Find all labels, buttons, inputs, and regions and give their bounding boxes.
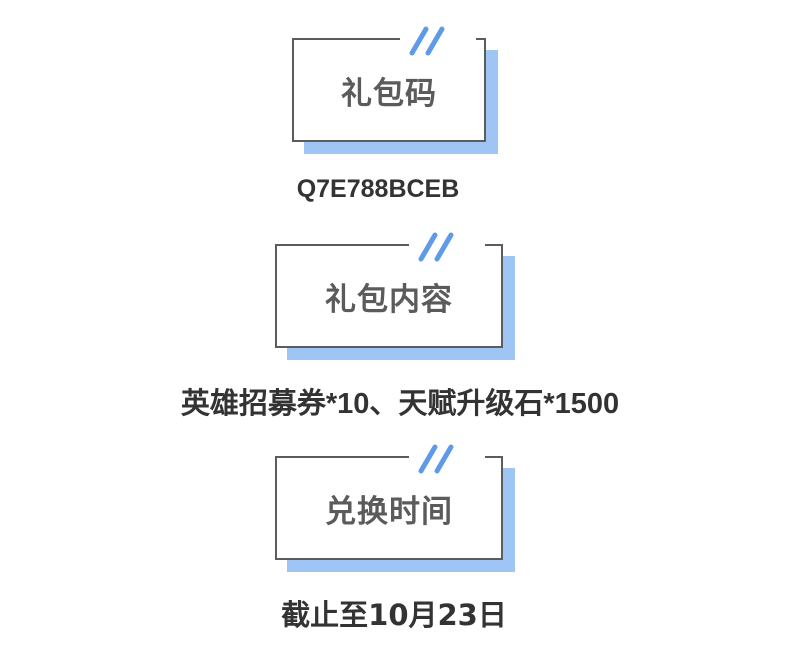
box-frame: 礼包码 (292, 38, 486, 142)
redeem-time-heading: 兑换时间 (325, 493, 453, 530)
gift-content-heading: 礼包内容 (325, 281, 453, 318)
box-frame: 兑换时间 (275, 456, 503, 560)
gift-code-heading: 礼包码 (341, 75, 437, 112)
gift-content-value: 英雄招募券*10、天赋升级石*1500 (180, 388, 620, 420)
redeem-time-title-box: 兑换时间 (275, 444, 515, 572)
gift-content-title-box: 礼包内容 (275, 232, 515, 360)
redeem-time-value: 截止至10月23日 (281, 598, 507, 632)
double-slash-icon (418, 444, 454, 474)
double-slash-icon (418, 232, 454, 262)
gift-code-value: Q7E788BCEB (296, 175, 460, 203)
gift-code-title-box: 礼包码 (292, 26, 498, 154)
box-frame: 礼包内容 (275, 244, 503, 348)
double-slash-icon (409, 26, 445, 56)
